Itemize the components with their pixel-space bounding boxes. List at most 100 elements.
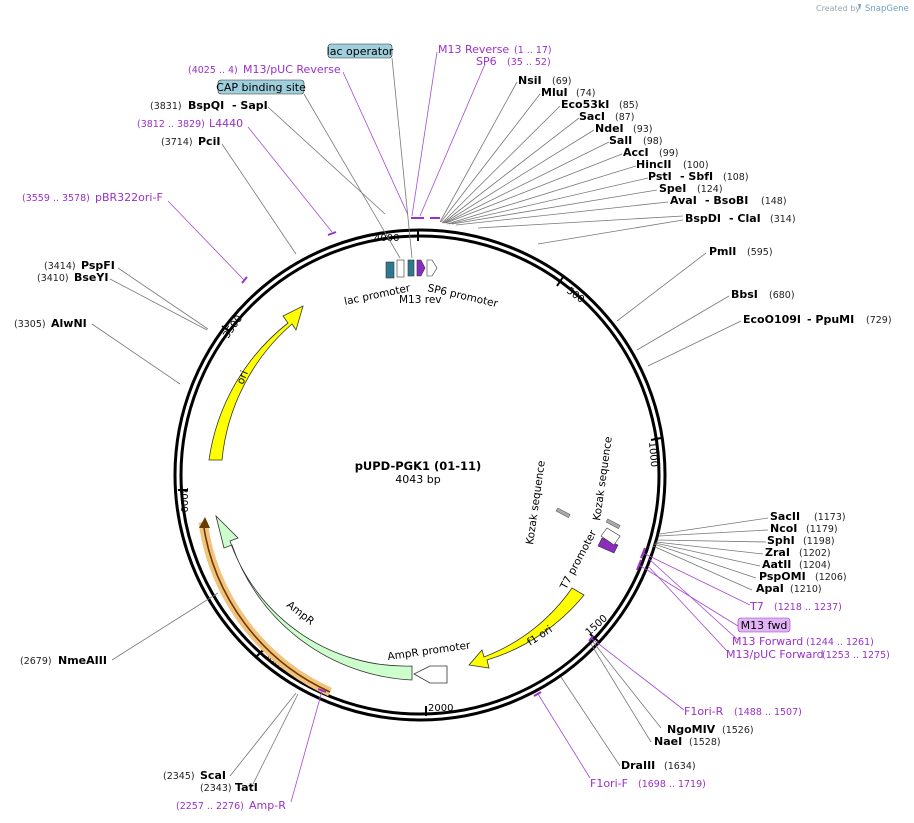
enzyme-sapi-name: - SapI xyxy=(232,99,268,112)
enzyme-acci-pos: (99) xyxy=(659,148,679,159)
enzyme-sacii-pos: (1173) xyxy=(814,512,846,523)
enzyme-sali-name: SalI xyxy=(609,134,632,147)
enzyme-nsii-pos: (69) xyxy=(552,76,572,87)
kozak-marker-2[interactable] xyxy=(605,518,621,529)
plasmid-name: pUPD-PGK1 (01-11) xyxy=(355,459,482,473)
enzyme-aatii-pos: (1204) xyxy=(799,560,831,571)
ampr-highlight-line xyxy=(202,521,331,693)
enzyme-ecoo109i-pos: (729) xyxy=(866,315,892,326)
credit-created-by: Created by xyxy=(816,4,860,13)
ampr-promoter-label: AmpR promoter xyxy=(387,639,472,663)
sp6-promoter-marker[interactable] xyxy=(426,259,438,277)
enzyme-pspomi-pos: (1206) xyxy=(815,572,847,583)
enzyme-bbsi-pos: (680) xyxy=(769,290,795,301)
enzyme-pspomi-name: PspOMI xyxy=(759,570,806,583)
enzyme-naei-name: NaeI xyxy=(654,735,682,748)
primer-sp6-name: SP6 xyxy=(476,55,497,68)
lac-promoter-marker[interactable] xyxy=(385,261,395,279)
backbone-outer-ring xyxy=(173,228,667,722)
primer-l4440-pos: (3812 .. 3829) xyxy=(137,119,205,130)
kozak-label-2: Kozak sequence xyxy=(591,436,615,522)
enzyme-nsii-name: NsiI xyxy=(518,74,542,87)
tick-1500 xyxy=(589,633,599,642)
primer-bar-ampr[interactable] xyxy=(317,688,327,693)
tick-label-500: 500 xyxy=(564,286,586,306)
m13-rev-label: M13 rev xyxy=(399,294,442,306)
primer-m13puc-rev-pos: (4025 .. 4) xyxy=(188,65,238,76)
enzyme-mlui-pos: (74) xyxy=(576,88,596,99)
f1-ori-feature-arrow[interactable] xyxy=(468,587,585,669)
enzyme-hincii-pos: (100) xyxy=(683,160,709,171)
primer-m13-reverse-pos: (1 .. 17) xyxy=(514,45,552,56)
enzyme-draiii-pos: (1634) xyxy=(664,761,696,772)
enzyme-naei-pos: (1528) xyxy=(689,737,721,748)
primer-ampr-pos: (2257 .. 2276) xyxy=(176,801,244,812)
primer-m13-reverse-name: M13 Reverse xyxy=(438,43,509,56)
enzyme-bspqi-pos: (3831) xyxy=(150,101,182,112)
tick-label-1000: 1000 xyxy=(646,441,659,467)
enzyme-psti-name: PstI xyxy=(648,170,672,183)
m13-fwd-label: M13 fwd xyxy=(741,619,788,632)
enzyme-pmli-pos: (595) xyxy=(747,247,773,258)
primer-f1ori-f-pos: (1698 .. 1719) xyxy=(638,779,706,790)
credit-brand: SnapGene xyxy=(865,4,909,14)
primer-bar-l4440[interactable] xyxy=(327,231,337,236)
ampr-feature-arrow[interactable] xyxy=(215,514,413,681)
enzyme-tati-name: TatI xyxy=(235,781,258,794)
ampr-highlight-arrowhead xyxy=(199,517,210,528)
enzyme-apai-pos: (1210) xyxy=(790,584,822,595)
enzyme-mlui-name: MluI xyxy=(541,86,568,99)
lac-operator-marker[interactable] xyxy=(407,259,415,277)
tick-label-2000: 2000 xyxy=(428,703,453,714)
lac-operator-box[interactable]: lac operator xyxy=(327,43,394,59)
ori-label: ori xyxy=(235,369,251,386)
tick-label-3000: 3000 xyxy=(178,487,189,512)
t7-promoter-arrow[interactable] xyxy=(600,527,621,546)
enzyme-ncoi-name: NcoI xyxy=(770,522,797,535)
enzyme-bspqi-name: BspQI xyxy=(188,99,224,112)
ori-feature-arrow[interactable] xyxy=(208,305,304,461)
enzyme-zrai-pos: (1202) xyxy=(799,548,831,559)
t7-promoter-marker[interactable] xyxy=(597,537,619,554)
enzyme-clai-name: - ClaI xyxy=(729,212,761,225)
sp6-promoter-label: SP6 promoter xyxy=(426,282,499,310)
enzyme-spei-pos: (124) xyxy=(697,184,723,195)
primer-t7-name: T7 xyxy=(749,600,764,613)
ampr-label: AmpR xyxy=(284,599,316,628)
primer-t7-pos: (1218 .. 1237) xyxy=(774,602,842,613)
enzyme-sacii-name: SacII xyxy=(770,510,800,523)
primer-leader-lines xyxy=(167,51,751,803)
enzyme-bspdi-pos: (314) xyxy=(770,214,796,225)
primer-pbr322-name: pBR322ori-F xyxy=(95,191,163,204)
enzyme-saci-pos: (87) xyxy=(615,112,635,123)
tick-label-4000: 4000 xyxy=(374,233,399,244)
m13-fwd-box[interactable]: M13 fwd xyxy=(737,617,791,633)
enzyme-bsobi-name: - BsoBI xyxy=(705,194,748,207)
backbone-inner-ring xyxy=(179,234,661,716)
enzyme-ngomiv-name: NgoMIV xyxy=(667,723,716,736)
primer-m13-forward-name: M13 Forward xyxy=(732,635,803,648)
enzyme-psti-pos: (108) xyxy=(723,172,749,183)
m13-rev-marker[interactable] xyxy=(416,259,426,277)
enzyme-scai-pos: (2345) xyxy=(163,771,195,782)
primer-l4440-name: L4440 xyxy=(209,117,243,130)
enzyme-pcii-pos: (3714) xyxy=(161,137,193,148)
enzyme-ncoi-pos: (1179) xyxy=(806,524,838,535)
cap-site-box[interactable]: CAP binding site xyxy=(216,79,306,95)
enzyme-ndei-name: NdeI xyxy=(595,122,624,135)
tick-500 xyxy=(556,276,564,287)
cap-site-marker[interactable] xyxy=(396,259,405,278)
kozak-marker-1[interactable] xyxy=(555,507,571,518)
enzyme-bseyi-pos: (3410) xyxy=(37,273,69,284)
primer-bar-f1ori-f[interactable] xyxy=(533,691,542,697)
tick-3500 xyxy=(221,325,231,333)
enzyme-bseyi-name: BseYI xyxy=(74,271,108,284)
snapgene-logo-icon xyxy=(858,4,861,10)
primer-pbr322-pos: (3559 .. 3578) xyxy=(22,193,90,204)
enzyme-spei-name: SpeI xyxy=(659,182,686,195)
primer-f1ori-r-name: F1ori-R xyxy=(684,705,724,718)
primer-m13-forward-pos: (1244 .. 1261) xyxy=(806,637,874,648)
enzyme-alwni-pos: (3305) xyxy=(14,319,46,330)
ampr-promoter-arrow[interactable] xyxy=(413,665,448,684)
